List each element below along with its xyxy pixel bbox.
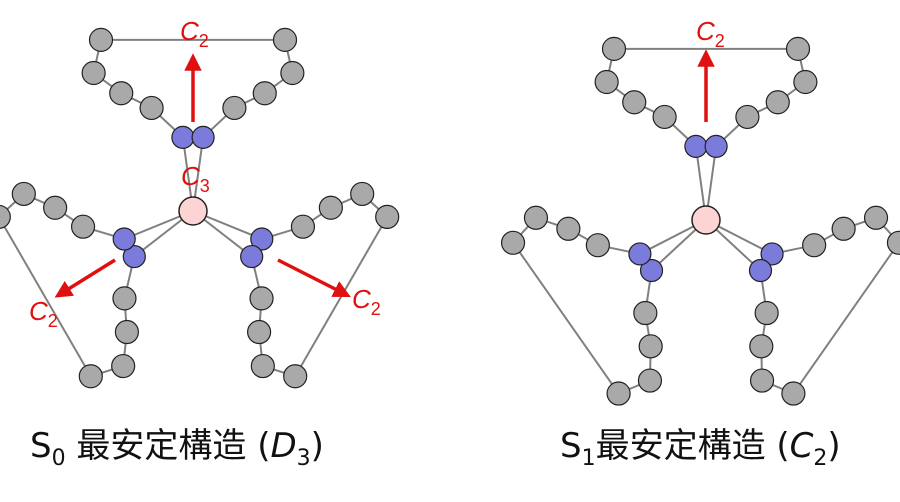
carbon-atom — [88, 27, 114, 52]
c2-label-right-panel: C2 — [696, 16, 725, 51]
nitrogen-atom — [748, 258, 773, 283]
carbon-atom — [318, 195, 343, 220]
carbon-atom — [863, 205, 889, 230]
c2-label-left: C2 — [29, 296, 58, 331]
carbon-atom — [585, 233, 610, 258]
carbon-atom — [500, 230, 526, 255]
nitrogen-atom — [112, 227, 136, 251]
c3-label: C3 — [181, 161, 210, 196]
carbon-atom — [754, 300, 779, 326]
c2-label-top: C2 — [180, 16, 209, 51]
carbon-atom — [109, 81, 134, 106]
carbon-atom — [622, 90, 647, 115]
carbon-atom — [594, 69, 619, 95]
nitrogen-atom — [171, 125, 195, 149]
c2-axis-arrow-right — [277, 258, 351, 297]
nitrogen-atom — [250, 227, 274, 251]
carbon-atom — [601, 36, 627, 61]
carbon-atom — [785, 36, 811, 61]
carbon-atom — [886, 230, 900, 255]
nitrogen-atom — [122, 244, 146, 269]
c2-label-right: C2 — [352, 284, 381, 319]
c2-axis-arrow-left — [54, 258, 116, 298]
carbon-atom — [111, 353, 136, 379]
s0-symmetry-axes: C2 C3 C2 C2 — [29, 16, 381, 331]
carbon-atom — [78, 364, 103, 389]
bond — [512, 242, 620, 395]
carbon-atom — [247, 319, 272, 345]
carbon-atom — [523, 205, 549, 230]
carbon-atom — [606, 381, 631, 406]
carbon-atom — [81, 60, 106, 86]
bond — [0, 216, 92, 377]
carbon-atom — [112, 286, 137, 311]
carbon-atom — [11, 181, 36, 207]
carbon-atom — [638, 334, 663, 359]
nitrogen-atom — [240, 244, 264, 269]
nitrogen-atom — [704, 134, 728, 158]
carbon-atom — [350, 181, 375, 207]
metal-center-atom — [178, 196, 208, 226]
carbon-atom — [749, 334, 774, 359]
carbon-atom — [375, 204, 400, 229]
carbon-atom — [114, 319, 139, 345]
carbon-atom — [0, 204, 11, 229]
nitrogen-atom — [191, 125, 215, 149]
s0-d3-structure — [0, 27, 400, 389]
carbon-atom — [250, 353, 275, 379]
carbon-atom — [252, 81, 277, 106]
nitrogen-atom — [760, 242, 784, 266]
s1-symmetry-axes: C2 — [696, 16, 725, 122]
carbon-atom — [70, 214, 96, 239]
nitrogen-atom — [628, 242, 652, 266]
s1-caption: S1最安定構造 (C2) — [560, 426, 841, 471]
carbon-atom — [652, 104, 677, 130]
s0-atoms — [0, 27, 400, 389]
carbon-atom — [249, 286, 274, 311]
carbon-atom — [831, 216, 856, 241]
bond — [294, 216, 389, 377]
carbon-atom — [781, 381, 806, 406]
carbon-atom — [272, 27, 298, 52]
carbon-atom — [139, 95, 164, 121]
bond — [792, 242, 900, 395]
carbon-atom — [735, 104, 760, 130]
carbon-atom — [793, 69, 818, 95]
carbon-atom — [765, 90, 790, 115]
carbon-atom — [749, 368, 775, 393]
s0-caption: S0 最安定構造 (D3) — [30, 426, 324, 471]
nitrogen-atom — [639, 258, 664, 283]
carbon-atom — [280, 60, 305, 86]
carbon-atom — [222, 95, 247, 121]
carbon-atom — [43, 195, 68, 220]
carbon-atom — [637, 368, 663, 393]
s1-atoms — [500, 36, 900, 406]
carbon-atom — [290, 214, 316, 239]
carbon-atom — [283, 364, 308, 389]
metal-center-atom — [691, 205, 721, 235]
nitrogen-atom — [684, 134, 708, 158]
carbon-atom — [633, 300, 658, 326]
carbon-atom — [556, 216, 581, 241]
s1-c2-structure — [500, 36, 900, 406]
carbon-atom — [802, 233, 827, 258]
